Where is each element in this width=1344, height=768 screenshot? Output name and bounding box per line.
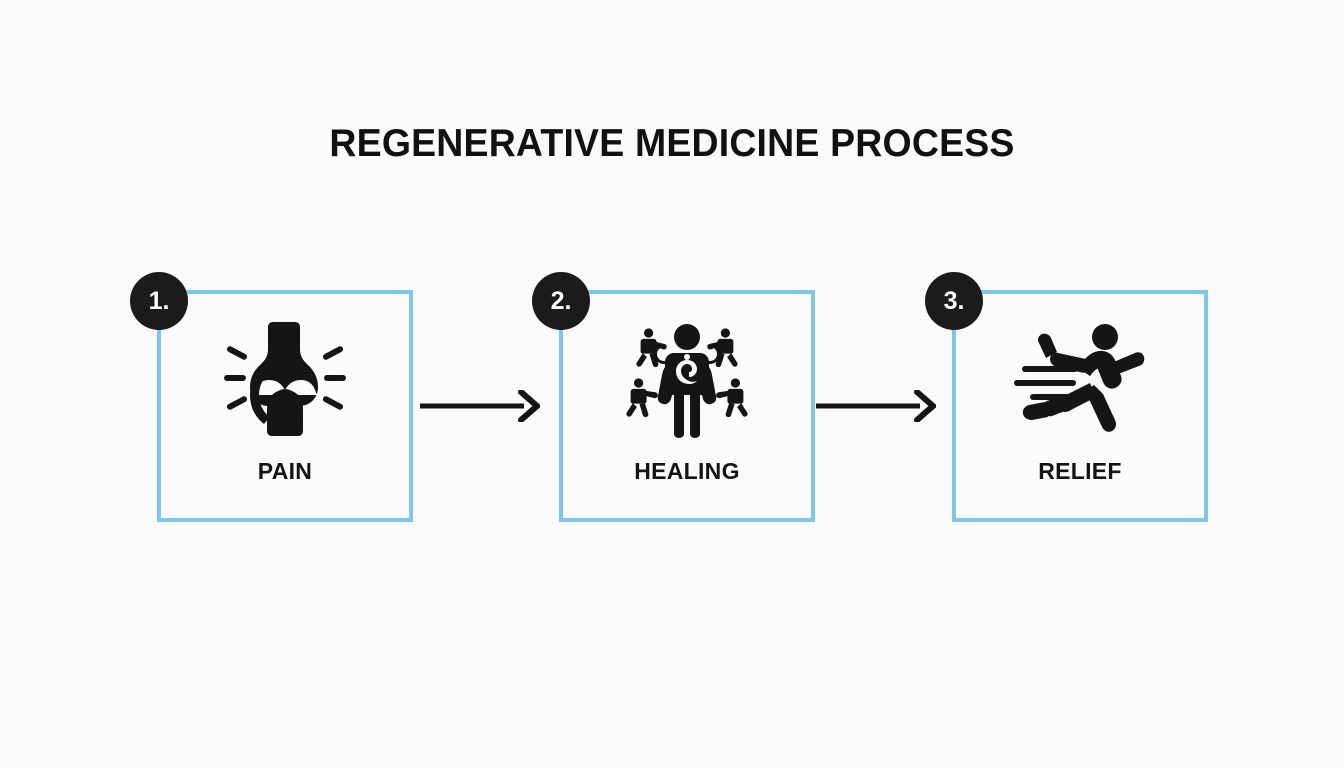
regenerating-body-cells-icon bbox=[563, 320, 811, 438]
step-number-badge-1: 1. bbox=[130, 272, 188, 330]
page-title: REGENERATIVE MEDICINE PROCESS bbox=[329, 122, 1015, 165]
running-person-icon bbox=[956, 320, 1204, 438]
arrow-healing-to-relief bbox=[816, 390, 936, 422]
step-number-badge-2: 2. bbox=[532, 272, 590, 330]
step-card-relief[interactable]: 3. bbox=[925, 272, 1208, 522]
arrow-pain-to-healing bbox=[420, 390, 540, 422]
step-label-pain: PAIN bbox=[257, 458, 313, 484]
step-label-healing: HEALING bbox=[634, 458, 740, 484]
step-label-relief: RELIEF bbox=[1038, 458, 1122, 484]
step-card-healing[interactable]: 2. bbox=[532, 272, 815, 522]
knee-joint-pain-icon bbox=[161, 320, 409, 438]
step-card-pain[interactable]: 1. bbox=[130, 272, 413, 522]
step-number-badge-3: 3. bbox=[925, 272, 983, 330]
